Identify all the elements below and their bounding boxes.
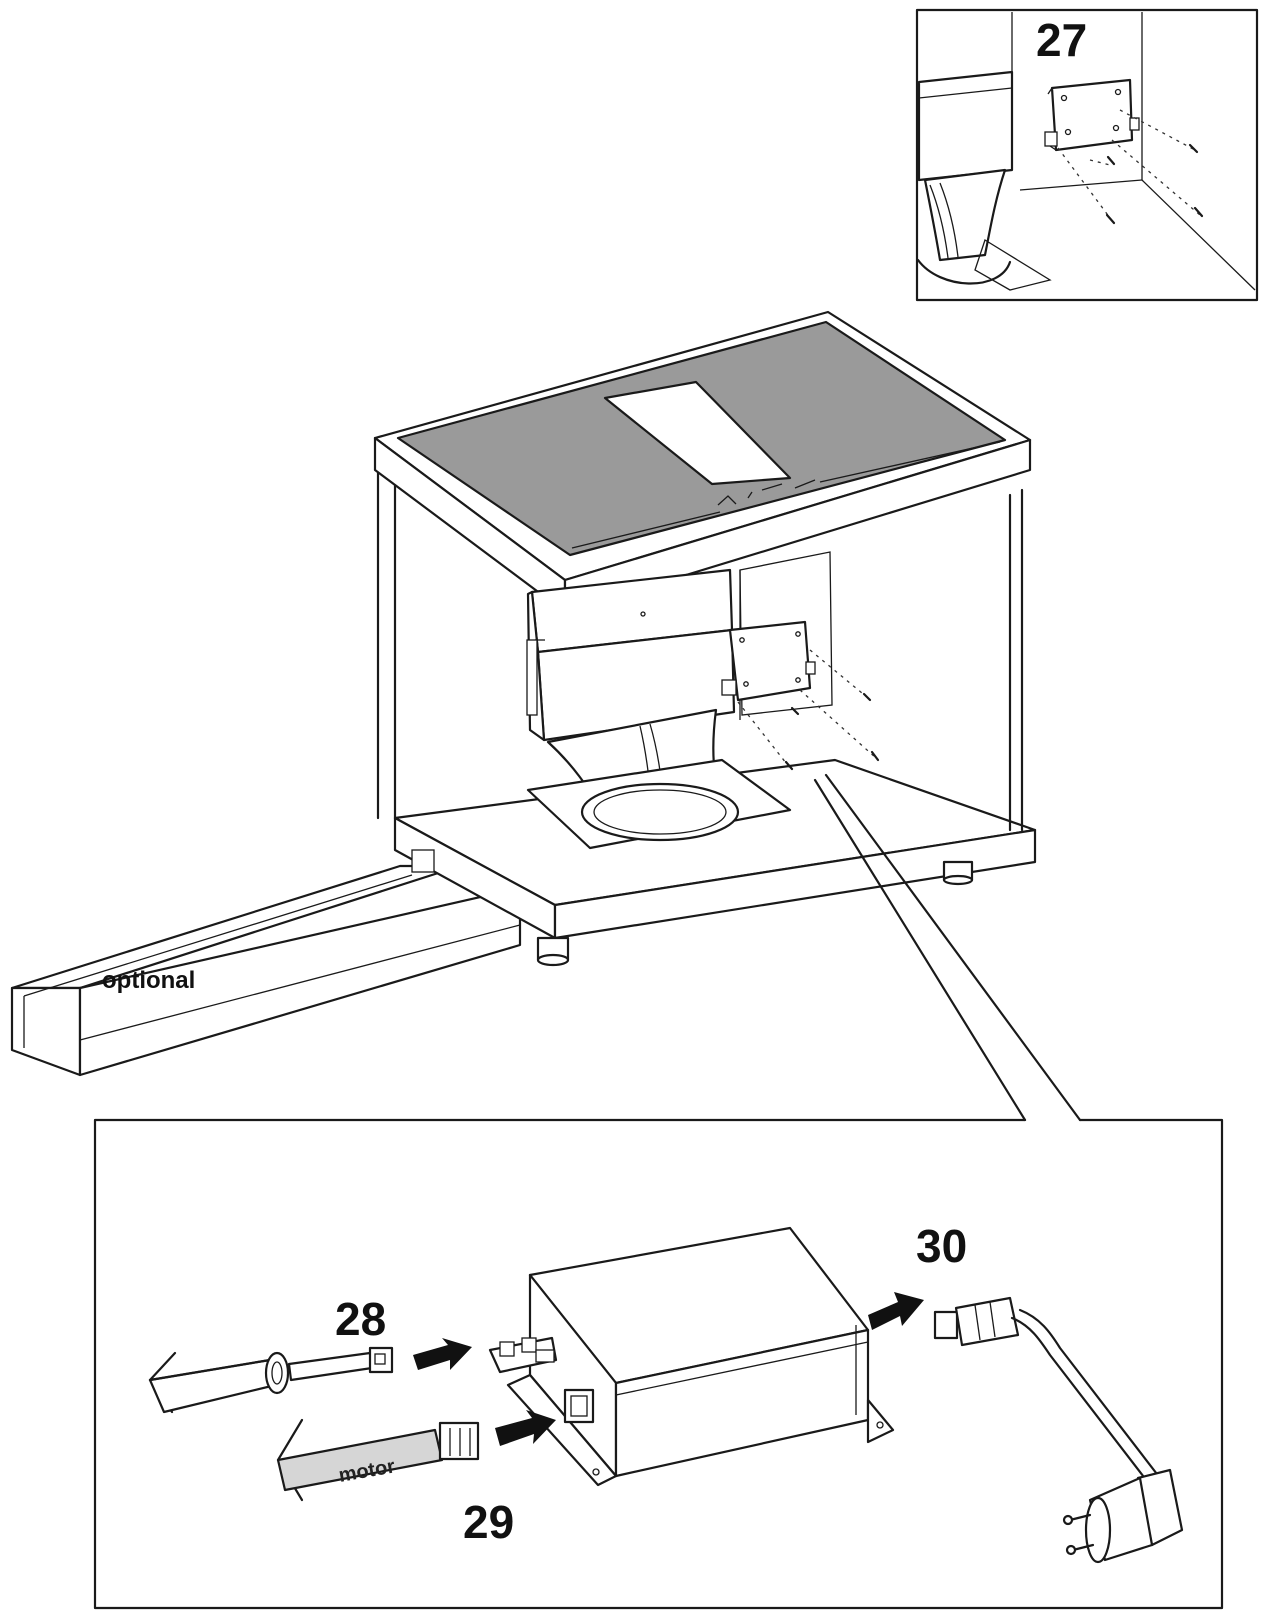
step-number-30: 30 [916,1220,967,1272]
motor-cable-29: motor [276,1418,480,1502]
screw-icon [784,760,794,771]
junction-box-detail [488,1226,895,1487]
double-chevron-arrow [413,1292,924,1446]
screw-icon [1193,206,1204,218]
zoom-leader-line [813,778,1027,1122]
step-number-27: 27 [1036,14,1087,66]
screw-icon [1106,155,1116,166]
control-cable-28 [148,1346,394,1414]
step-number-29: 29 [463,1496,514,1548]
schuko-plug-icon [1062,1468,1184,1564]
detail-inset-27: 27 [915,8,1259,302]
zoom-leader-line [824,773,1082,1122]
screw-icon [1105,213,1116,225]
optional-label: optional [102,967,195,994]
cabinet-with-hob [373,310,1037,967]
screw-icon [862,692,872,702]
optional-flat-duct: optional [10,864,522,1077]
cable-grommet [264,1351,290,1395]
screw-icon [790,706,800,716]
step-number-28: 28 [335,1293,386,1345]
screw-icon [870,750,880,762]
screw-icon [1188,143,1199,154]
hob-touch-controls [717,479,816,506]
downdraft-vent-opening [603,380,792,486]
detail-panel-wiring: motor [93,1118,1224,1610]
power-cable-30 [933,1296,1184,1564]
